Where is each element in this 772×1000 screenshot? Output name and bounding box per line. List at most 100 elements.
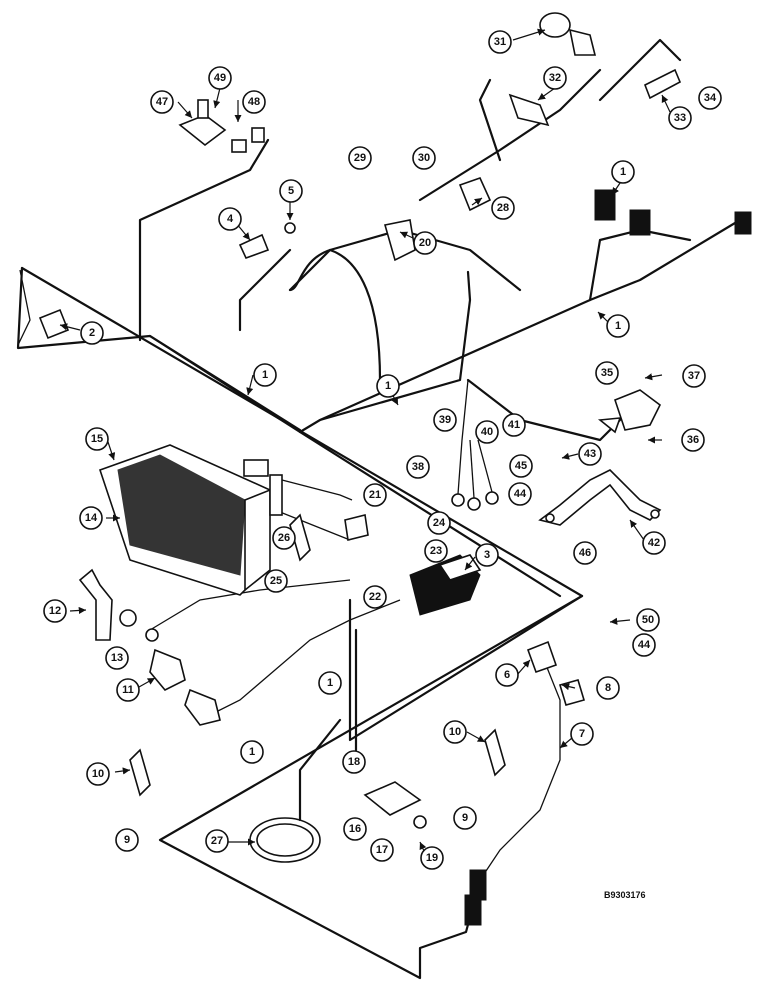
callout-7-label: 7: [579, 728, 585, 740]
callout-46-label: 46: [579, 547, 591, 559]
key-switch: [149, 648, 221, 726]
callout-26: 26: [272, 526, 296, 550]
strap-10-left: [129, 748, 151, 797]
callout-1: 1: [611, 160, 635, 184]
callout-4-label: 4: [227, 213, 234, 225]
callout-3-label: 3: [484, 549, 490, 561]
callout-41: 41: [502, 413, 526, 437]
callout-1: 1: [253, 363, 277, 387]
callout-6-label: 6: [504, 669, 510, 681]
switch-2: [38, 308, 70, 340]
callout-20: 20: [413, 231, 437, 255]
callout-8-label: 8: [605, 682, 611, 694]
callout-14-label: 14: [85, 512, 98, 524]
sensor-33: [643, 68, 682, 100]
callout-28: 28: [491, 196, 515, 220]
callouts: 1 1 1 1 1 1 1 2 3 4 5 6 7 8 9 9 10 10 11…: [43, 30, 722, 870]
callout-50: 50: [636, 608, 660, 632]
ground-terminals: [451, 379, 499, 511]
callout-15: 15: [85, 427, 109, 451]
callout-43-label: 43: [584, 448, 596, 460]
relay-block: [409, 554, 482, 616]
callout-18-label: 18: [348, 756, 360, 768]
callout-42-label: 42: [648, 537, 660, 549]
callout-47-label: 47: [156, 96, 168, 108]
coiled-wire: [249, 718, 342, 863]
callout-41-label: 41: [508, 419, 520, 431]
callout-24: 24: [427, 511, 451, 535]
callout-10: 10: [443, 720, 467, 744]
callout-17: 17: [370, 838, 394, 862]
callout-44-label: 44: [638, 639, 651, 651]
callout-33: 33: [668, 106, 692, 130]
callout-27: 27: [205, 829, 229, 853]
callout-48: 48: [242, 90, 266, 114]
callout-21: 21: [363, 483, 387, 507]
fuse-panel-connector: [243, 459, 353, 516]
switch-6: [526, 640, 586, 706]
callout-21-label: 21: [369, 489, 381, 501]
callout-7: 7: [570, 722, 594, 746]
callout-9-label: 9: [124, 834, 130, 846]
clip-21: [344, 514, 369, 541]
callout-27-label: 27: [211, 835, 223, 847]
callout-26-label: 26: [278, 532, 290, 544]
callout-22-label: 22: [369, 591, 381, 603]
callout-15-label: 15: [91, 433, 103, 445]
sender-32: [508, 93, 550, 127]
callout-45: 45: [509, 454, 533, 478]
callout-4: 4: [218, 207, 242, 231]
callout-30: 30: [412, 146, 436, 170]
fuse-panel: [98, 444, 271, 596]
callout-1: 1: [318, 671, 342, 695]
callout-47: 47: [150, 90, 174, 114]
relay-35: [597, 389, 662, 434]
callout-50-label: 50: [642, 614, 654, 626]
callout-19: 19: [420, 846, 444, 870]
callout-32-label: 32: [549, 72, 561, 84]
callout-25: 25: [264, 569, 288, 593]
sensor-4: [238, 222, 296, 260]
connector-1-top: [594, 189, 752, 236]
callout-12: 12: [43, 599, 67, 623]
callout-49-label: 49: [214, 72, 226, 84]
clamp-28: [458, 177, 492, 212]
callout-1-label: 1: [615, 320, 621, 332]
callout-10-label: 10: [92, 768, 104, 780]
callout-29-label: 29: [354, 152, 366, 164]
callout-9-label: 9: [462, 812, 468, 824]
ignition-key: [78, 568, 159, 642]
callout-24-label: 24: [433, 517, 446, 529]
callout-33-label: 33: [674, 112, 686, 124]
callout-5: 5: [279, 179, 303, 203]
callout-29: 29: [348, 146, 372, 170]
callout-49: 49: [208, 66, 232, 90]
callout-2: 2: [80, 321, 104, 345]
callout-35-label: 35: [601, 367, 613, 379]
callout-13-label: 13: [111, 652, 123, 664]
callout-22: 22: [363, 585, 387, 609]
sender-31: [539, 12, 597, 56]
callout-16: 16: [343, 817, 367, 841]
callout-36-label: 36: [687, 434, 699, 446]
callout-43: 43: [578, 442, 602, 466]
callout-14: 14: [79, 506, 103, 530]
callout-10: 10: [86, 762, 110, 786]
callout-1: 1: [606, 314, 630, 338]
connector-7: [464, 869, 487, 926]
callout-31: 31: [488, 30, 512, 54]
callout-39: 39: [433, 408, 457, 432]
callout-1: 1: [376, 374, 400, 398]
callout-1-label: 1: [249, 746, 255, 758]
drawing-id: B9303176: [604, 890, 646, 900]
strap-10-right: [484, 728, 506, 777]
callout-5-label: 5: [288, 185, 294, 197]
callout-12-label: 12: [49, 605, 61, 617]
callout-40: 40: [475, 420, 499, 444]
strap-26: [289, 513, 311, 562]
callout-3: 3: [475, 543, 499, 567]
callout-39-label: 39: [439, 414, 451, 426]
callout-45-label: 45: [515, 460, 527, 472]
callout-23-label: 23: [430, 545, 442, 557]
callout-17-label: 17: [376, 844, 388, 856]
